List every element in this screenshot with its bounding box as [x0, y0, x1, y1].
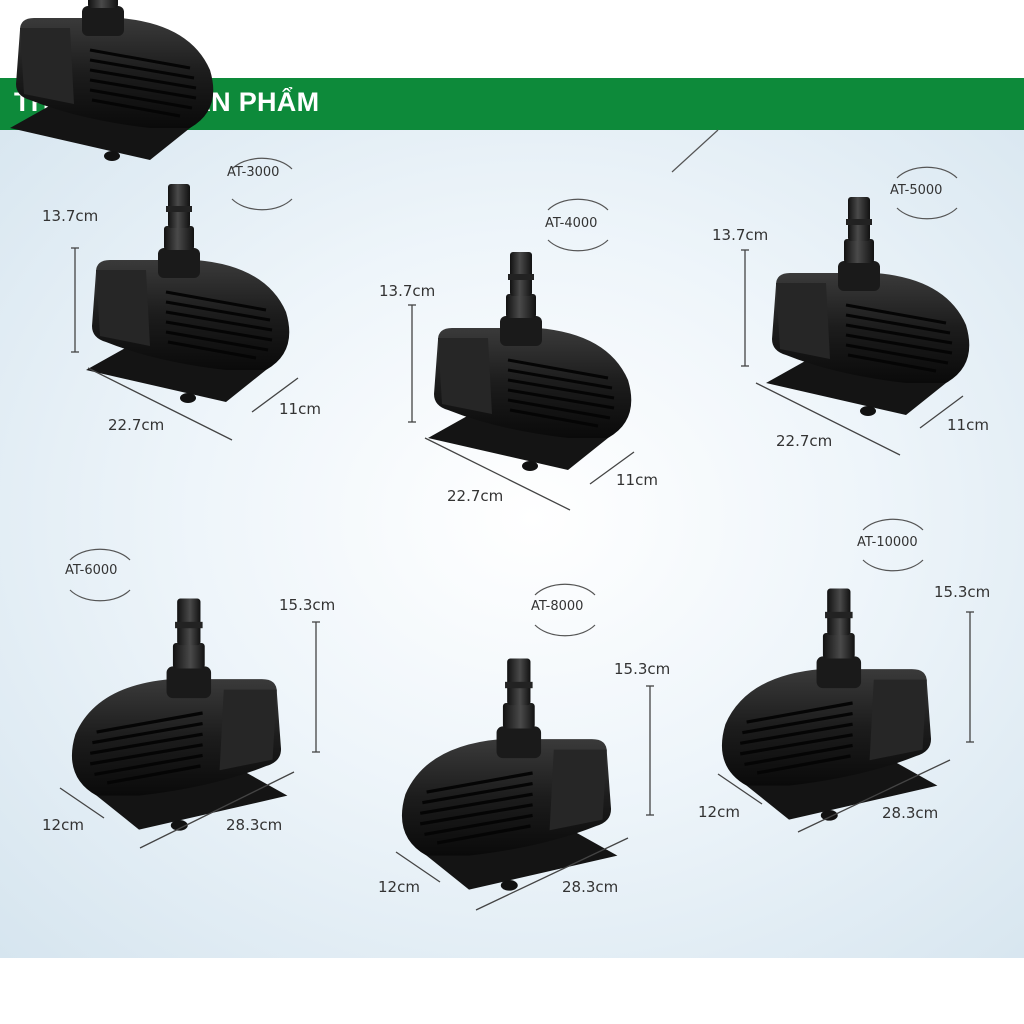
length-dimension-line [87, 367, 233, 441]
length-dimension-line [797, 759, 951, 833]
length-label-at4000: 22.7cm [447, 487, 504, 505]
width-dimension-line [59, 787, 105, 819]
height-label-at6000: 15.3cm [279, 596, 336, 614]
height-label-at10000: 15.3cm [934, 583, 991, 601]
width-dimension-line [251, 377, 299, 413]
length-dimension-line [755, 382, 901, 456]
length-label-at8000: 28.3cm [562, 878, 619, 896]
badge-arc-top [231, 157, 293, 170]
height-label-at3000: 13.7cm [42, 207, 99, 225]
length-dimension-line [139, 771, 295, 849]
height-label-at4000: 13.7cm [379, 282, 436, 300]
model-label-at10000: AT-10000 [857, 535, 918, 550]
badge-arc-top [534, 583, 596, 596]
badge-arc-bottom [862, 559, 924, 572]
model-label-at6000: AT-6000 [65, 563, 118, 578]
width-dimension-line [919, 395, 964, 429]
badge-arc-bottom [896, 207, 958, 220]
model-label-at4000: AT-4000 [545, 216, 598, 231]
badge-arc-bottom [231, 198, 293, 211]
model-label-at8000: AT-8000 [531, 599, 584, 614]
badge-arc-bottom [534, 624, 596, 637]
height-label-at5000: 13.7cm [712, 226, 769, 244]
width-label-at10000: 12cm [698, 803, 740, 821]
width-dimension-line [589, 451, 635, 485]
width-label-at5000: 11cm [947, 416, 989, 434]
length-label-at3000: 22.7cm [108, 416, 165, 434]
width-label-at6000: 12cm [42, 816, 84, 834]
length-dimension-line [424, 437, 571, 511]
width-label-at8000: 12cm [378, 878, 420, 896]
badge-arc-top [69, 548, 131, 561]
pump-at4000 [426, 250, 633, 473]
width-dimension-line [717, 773, 763, 805]
pump-at5000 [764, 195, 971, 418]
width-label-at3000: 11cm [279, 400, 321, 418]
badge-arc-top [896, 166, 958, 179]
width-dimension-line [395, 851, 441, 883]
length-label-at10000: 28.3cm [882, 804, 939, 822]
length-label-at6000: 28.3cm [226, 816, 283, 834]
height-label-at8000: 15.3cm [614, 660, 671, 678]
pump-at8000 [400, 656, 619, 893]
width-label-at4000: 11cm [616, 471, 658, 489]
length-label-at5000: 22.7cm [776, 432, 833, 450]
badge-arc-bottom [69, 589, 131, 602]
length-dimension-line [475, 837, 629, 911]
model-label-at5000: AT-5000 [890, 183, 943, 198]
pump-at10000 [720, 586, 939, 823]
pump-at3000 [84, 182, 291, 405]
badge-arc-top [547, 198, 609, 211]
model-label-at3000: AT-3000 [227, 165, 280, 180]
badge-arc-bottom [547, 239, 609, 252]
badge-arc-top [862, 518, 924, 531]
pump-at6000 [70, 596, 289, 833]
